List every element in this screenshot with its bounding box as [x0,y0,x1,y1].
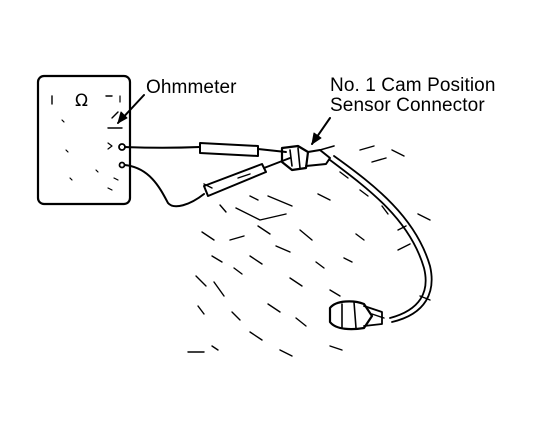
sensor-connector-label-line2: Sensor Connector [330,95,485,116]
ohmmeter-label: Ohmmeter [146,77,237,98]
cam-position-sensor [328,300,385,331]
sensor-connector-label: No. 1 Cam Position Sensor Connector [330,76,495,116]
sensor-harness-cable [329,155,433,323]
test-lead-lower [124,157,291,208]
engine-background-sketch [187,145,431,357]
sensor-connector [280,144,335,172]
ohmmeter-body [36,74,132,206]
ohmmeter-leader-arrow [117,94,145,124]
test-lead-upper [124,142,287,157]
ohmmeter-display-glyph: Ω [75,91,88,111]
sensor-connector-leader-arrow [311,117,331,145]
ohmmeter-terminal-lower [118,161,126,169]
sensor-connector-label-line1: No. 1 Cam Position [330,75,496,96]
